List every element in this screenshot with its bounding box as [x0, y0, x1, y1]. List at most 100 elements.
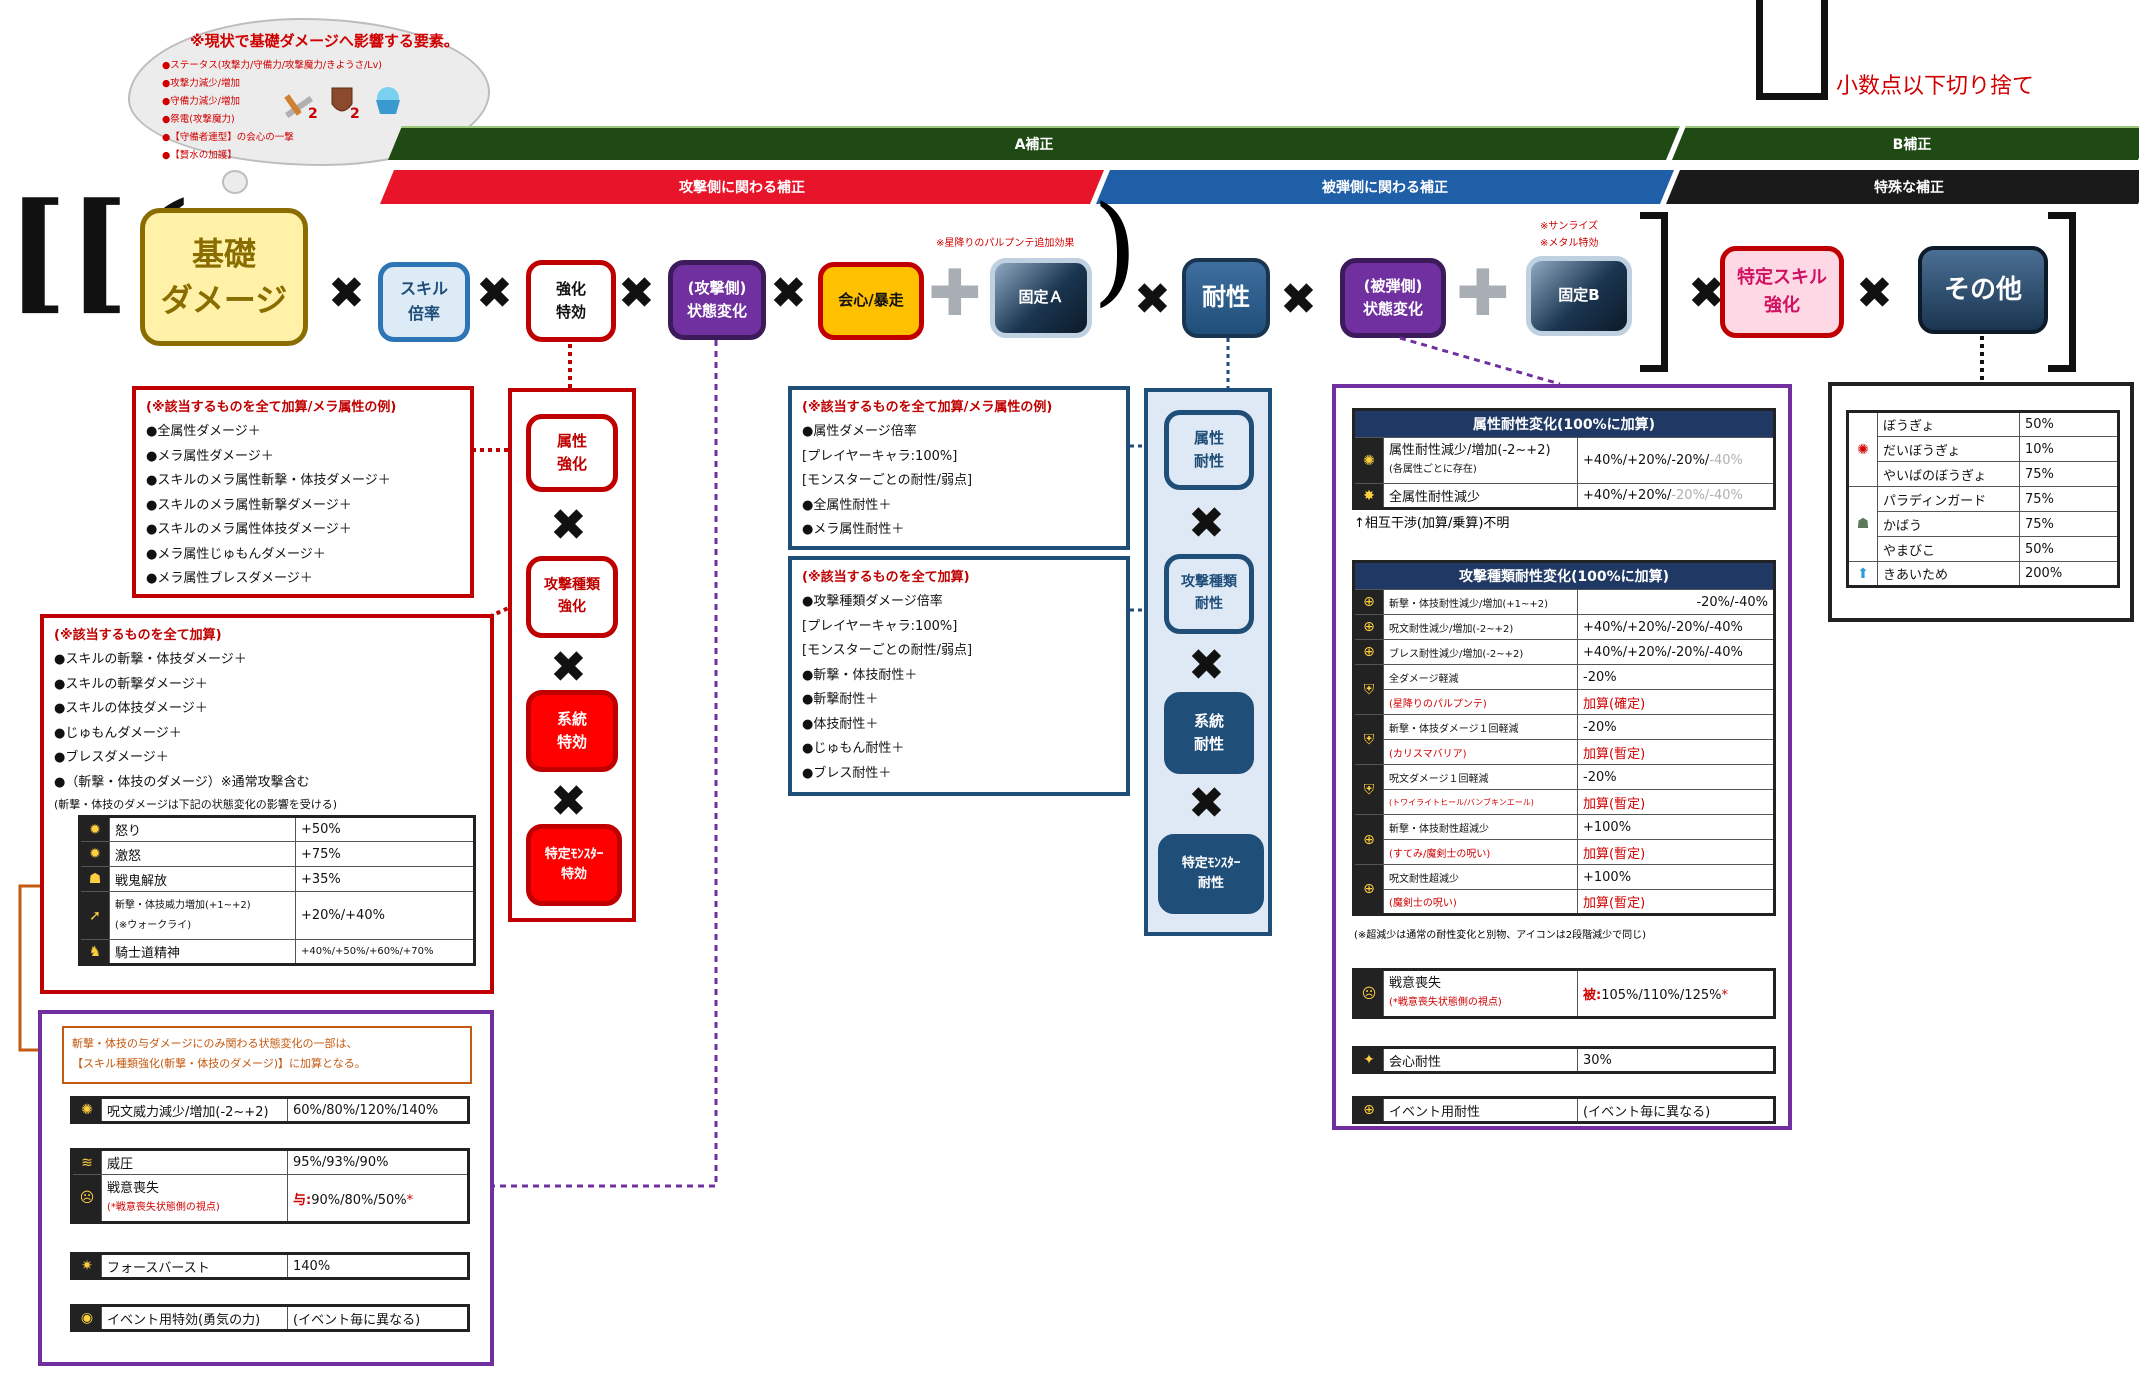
close-paren: ) [1092, 180, 1139, 318]
row-value-gray: -20%/-40% [1671, 488, 1743, 503]
table-cell: 200% [2019, 561, 2119, 587]
table-cell: パラディンガード [1877, 486, 2020, 512]
monster-boost-node: 特定ﾓﾝｽﾀｰ 特効 [526, 824, 622, 906]
courage-icon: ◉ [71, 1305, 102, 1331]
plus-icon: ✚ [1456, 257, 1510, 331]
table-row: (トワイライトヒール/バンブキンエール)加算(暫定) [1354, 789, 1775, 815]
row-label: 斬撃・体技ダメージ１回軽減 [1383, 714, 1578, 740]
asterisk: * [1721, 988, 1728, 1003]
cloud-item: ●【守備者連型】の会心の一撃 [162, 132, 294, 143]
ghost-icon [376, 87, 400, 114]
list-item: ●スキルの斬撃・体技ダメージ＋ [54, 652, 247, 667]
table-row: ♞騎士道精神+40%/+50%/+60%/+70% [79, 939, 475, 965]
table-row: ⊕イベント用耐性(イベント毎に異なる) [1353, 1097, 1775, 1123]
row-note: 加算(暫定) [1577, 789, 1775, 815]
list-item: ●メラ属性ダメージ＋ [146, 448, 274, 464]
table-cell: (イベント毎に異なる) [1577, 1097, 1775, 1123]
asterisk: * [406, 1192, 414, 1208]
table-cell: 50% [2019, 536, 2119, 562]
defense-state-box: 属性耐性変化(100%に加算) ✺属性耐性減少/増加(-2~+2)(各属性ごとに… [1332, 384, 1792, 1130]
attribute-boost-node: 属性 強化 [526, 414, 618, 492]
table-row: (星降りのパルプンテ)加算(確定) [1354, 689, 1775, 715]
times-icon: ✖ [1188, 640, 1225, 691]
list-item: [プレイヤーキャラ:100%] [802, 618, 958, 634]
attack-type-resist-box: (※該当するものを全て加算) ●攻撃種類ダメージ倍率 [プレイヤーキャラ:100… [788, 556, 1130, 796]
barrier-icon: ⛨ [1353, 714, 1384, 765]
svg-text:2: 2 [308, 106, 318, 122]
fixed-b-node: 固定B [1526, 256, 1632, 336]
table-cell: 75% [2019, 511, 2119, 537]
row-value: -20% [1577, 664, 1775, 690]
crab-icon: ✺ [1847, 411, 1878, 487]
row-note: (すてみ/魔剣士の呪い) [1383, 839, 1578, 865]
table-cell: 140% [287, 1253, 469, 1279]
table-cell: 30% [1577, 1047, 1775, 1073]
box-head: (※該当するものを全て加算) [54, 628, 222, 643]
list-note: (斬撃・体技のダメージは下記の状態変化の影響を受ける) [54, 798, 338, 811]
base-damage-node: 基礎 ダメージ [140, 208, 308, 346]
table-row: ✹怒り+50% [79, 816, 475, 842]
row-value: +100% [1577, 814, 1775, 840]
table-cell: やいばのぼうぎょ [1877, 461, 2020, 487]
list-item: ●（斬撃・体技のダメージ）※通常攻撃含む [54, 774, 310, 790]
despair-icon: ☹ [71, 1174, 102, 1223]
table-row: ⊕ブレス耐性減少/増加(-2~+2)+40%/+20%/-20%/-40% [1353, 639, 1775, 665]
close-bracket-1 [1640, 212, 1668, 372]
shield-icon: 2 [331, 87, 360, 122]
table-row: 攻撃種類耐性変化(100%に加算) [1353, 561, 1775, 590]
row-value: +40%/+20%/-20%/ [1583, 453, 1710, 468]
row-value: -20%/-40% [1577, 589, 1775, 615]
table-cell: 60%/80%/120%/140% [287, 1097, 469, 1123]
table-row: ✺呪文威力減少/増加(-2~+2)60%/80%/120%/140% [71, 1097, 469, 1123]
row-label: 斬撃・体技耐性減少/増加(+1~+2) [1383, 589, 1578, 615]
warcry-icon: ➚ [79, 891, 110, 940]
table-cell: +35% [295, 866, 475, 892]
times-icon: ✖ [1188, 778, 1225, 829]
box-head: (※該当するものを全て加算/メラ属性の例) [802, 400, 1053, 415]
row-note: (星降りのパルプンテ) [1383, 689, 1578, 715]
attack-chain-column: 属性 強化 ✖ 攻撃種類 強化 ✖ 系統 特効 ✖ 特定ﾓﾝｽﾀｰ 特効 [508, 388, 636, 922]
row-label: 全ダメージ軽減 [1383, 664, 1578, 690]
all-attribute-icon: ✸ [1353, 483, 1384, 509]
despair-note: (*戦意喪失状態側の視点) [107, 1201, 220, 1213]
despair-prefix: 被: [1583, 988, 1602, 1003]
table-cell: 75% [2019, 486, 2119, 512]
table-row: ⊕斬撃・体技耐性超減少+100% [1353, 814, 1775, 865]
row-label: 呪文耐性減少/増加(-2~+2) [1383, 614, 1578, 640]
table-cell: 威圧 [101, 1149, 288, 1175]
list-item: ●ブレスダメージ＋ [54, 750, 169, 765]
row-note: (魔剣士の呪い) [1383, 889, 1578, 915]
table-cell: 激怒 [109, 841, 296, 867]
box-head: (※該当するものを全て加算/メラ属性の例) [146, 400, 397, 415]
floor-bracket [1756, 0, 1828, 100]
list-item: ●スキルのメラ属性体技ダメージ＋ [146, 522, 352, 537]
monster-resist-node: 特定ﾓﾝｽﾀｰ 耐性 [1158, 834, 1264, 914]
fixB-note: ※サンライズ ※メタル特効 [1540, 221, 1599, 249]
guard-icon: ☗ [1847, 486, 1878, 562]
box-head: (※該当するものを全て加算) [802, 570, 970, 585]
critical-resist-icon: ✦ [1353, 1047, 1384, 1073]
attack-type-resist-node: 攻撃種類 耐性 [1164, 554, 1254, 634]
attribute-resist-box: (※該当するものを全て加算/メラ属性の例) ●属性ダメージ倍率 [プレイヤーキャ… [788, 386, 1130, 550]
row-label: 全属性耐性減少 [1383, 483, 1578, 509]
table-row: (すてみ/魔剣士の呪い)加算(暫定) [1354, 839, 1775, 865]
close-bracket-2 [2048, 212, 2076, 372]
table-cell: 会心耐性 [1383, 1047, 1578, 1073]
table-row: ☹戦意喪失(*戦意喪失状態側の視点)被:105%/110%/125%* [1353, 969, 1775, 1018]
table-cell: 10% [2019, 436, 2119, 462]
times-icon: ✖ [1134, 274, 1171, 325]
boost-node: 強化 特効 [526, 260, 616, 342]
table-row: ✸全属性耐性減少+40%/+20%/-20%/-40% [1353, 483, 1775, 509]
table-cell: 95%/93%/90% [287, 1149, 469, 1175]
times-icon: ✖ [1688, 268, 1725, 319]
table-cell: 呪文威力減少/増加(-2~+2) [101, 1097, 288, 1123]
table-row: ◉イベント用特効(勇気の力)(イベント毎に異なる) [71, 1305, 469, 1331]
spell-resist-icon: ⊕ [1353, 614, 1384, 640]
orange-note: 斬撃・体技の与ダメージにのみ関わる状態変化の一部は、 【スキル種類強化(斬撃・体… [62, 1026, 472, 1084]
attribute-resist-change-table: 属性耐性変化(100%に加算) ✺属性耐性減少/増加(-2~+2)(各属性ごとに… [1352, 408, 1776, 510]
